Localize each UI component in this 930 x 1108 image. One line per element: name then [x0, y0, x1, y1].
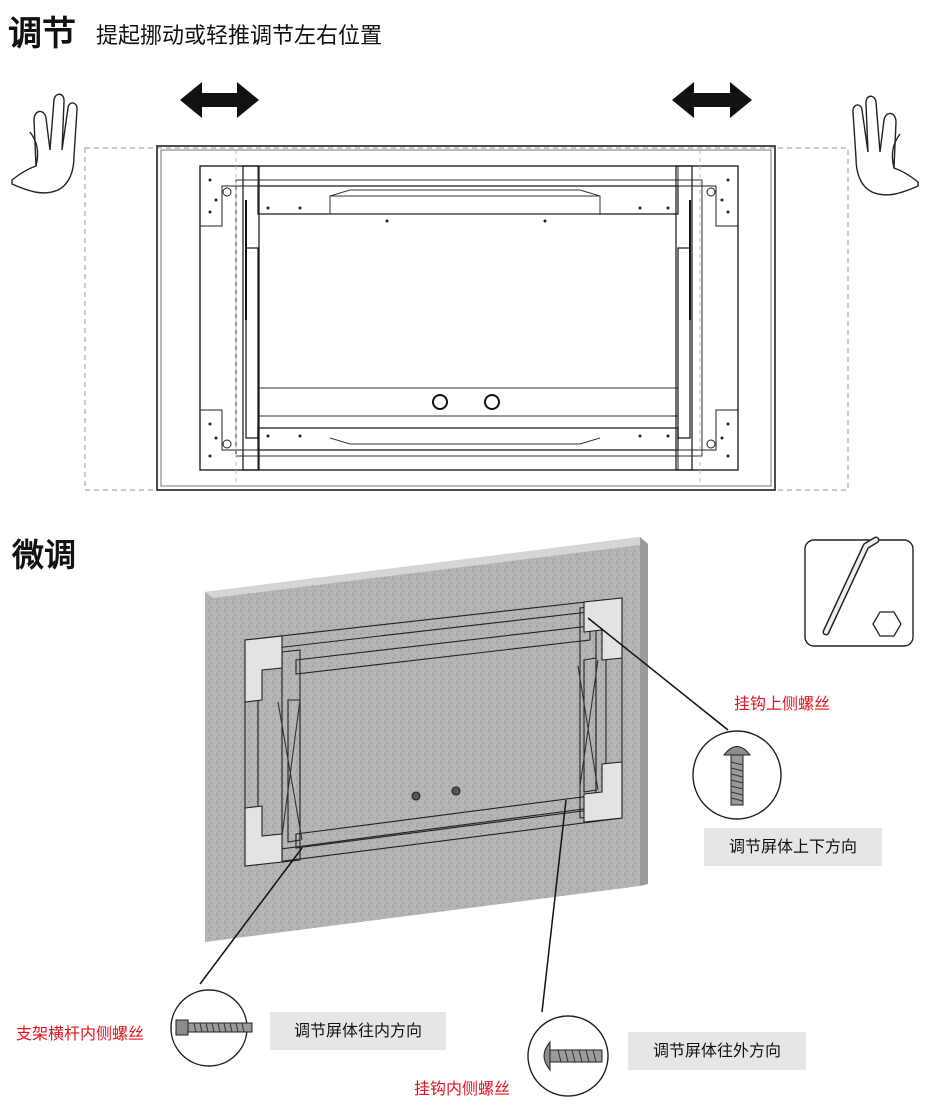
bracket-bar-inner-screw-label: 支架横杆内侧螺丝	[16, 1024, 145, 1043]
wall	[205, 537, 648, 942]
wall-bracket	[244, 597, 623, 867]
hex-key-icon	[804, 536, 914, 647]
bracket-bar-inner-desc-label: 调节屏体往内方向	[270, 1012, 446, 1050]
hook-inner-screw-label: 挂钩内侧螺丝	[414, 1079, 511, 1098]
left-right-arrow-icon	[672, 82, 752, 118]
adjust-diagram	[11, 82, 919, 491]
screw-icon	[527, 1015, 609, 1097]
fine-tune-title: 微调	[12, 536, 77, 574]
hook-upper-desc-label: 调节屏体上下方向	[704, 828, 882, 866]
left-right-arrow-icon	[180, 82, 259, 118]
hook-inner-desc-label: 调节屏体往外方向	[628, 1032, 806, 1070]
screw-icon	[692, 730, 782, 820]
hand-icon	[852, 95, 919, 196]
hook-upper-screw-label: 挂钩上侧螺丝	[734, 694, 831, 713]
hand-icon	[11, 93, 78, 194]
fine-tune-diagram	[170, 536, 914, 1097]
adjust-title: 调节	[8, 14, 76, 54]
screw-icon	[170, 989, 253, 1067]
adjust-subtitle: 提起挪动或轻推调节左右位置	[96, 24, 383, 49]
